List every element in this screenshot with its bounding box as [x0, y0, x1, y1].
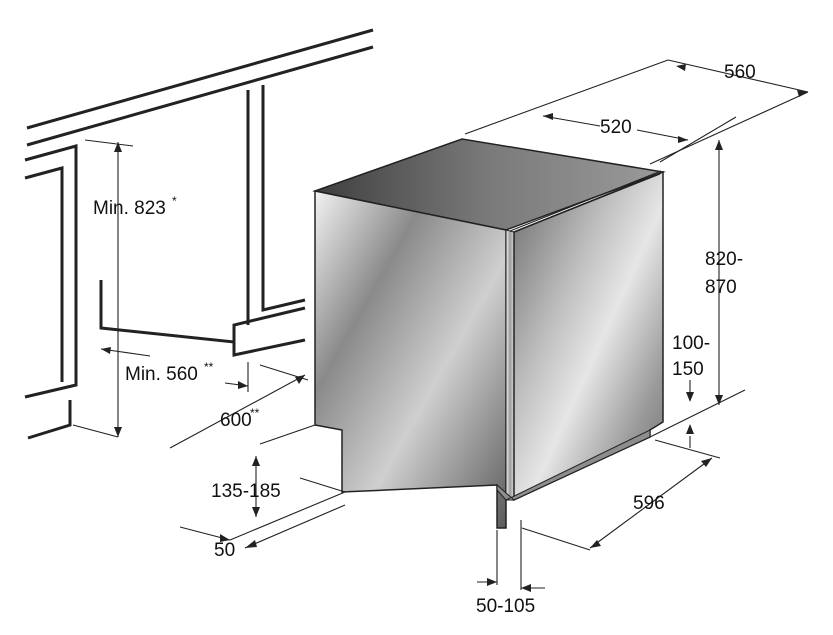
label-appliance-width: 596	[633, 493, 665, 514]
dishwasher	[312, 138, 666, 529]
dishwasher-door	[505, 229, 515, 501]
label-feet-height-1: 100-	[672, 333, 710, 354]
label-kick-height: 135-185	[211, 481, 281, 502]
dishwasher-plinth	[496, 429, 651, 501]
label-depth-recess: 600	[220, 410, 252, 431]
dishwasher-front	[513, 170, 664, 502]
dimension-lines	[72, 59, 809, 592]
label-min-width: Min. 560	[125, 364, 198, 385]
label-min-width-note: **	[204, 360, 214, 374]
label-door-offset: 50-105	[476, 596, 535, 617]
label-min-height-note: *	[172, 194, 177, 208]
label-appliance-height-2: 870	[705, 277, 737, 298]
dishwasher-side-panel	[314, 190, 507, 529]
label-kick-depth: 50	[214, 540, 235, 561]
dimension-labels: Min. 823 * Min. 560 ** 600 ** 135-185 50…	[93, 62, 756, 617]
label-appliance-height-1: 820-	[705, 249, 743, 270]
label-min-height: Min. 823	[93, 198, 166, 219]
label-appliance-depth-outer: 560	[724, 62, 756, 83]
cabinet-recess	[24, 28, 374, 440]
label-feet-height-2: 150	[672, 359, 704, 380]
label-depth-recess-note: **	[250, 406, 260, 420]
label-appliance-depth-inner: 520	[600, 117, 632, 138]
